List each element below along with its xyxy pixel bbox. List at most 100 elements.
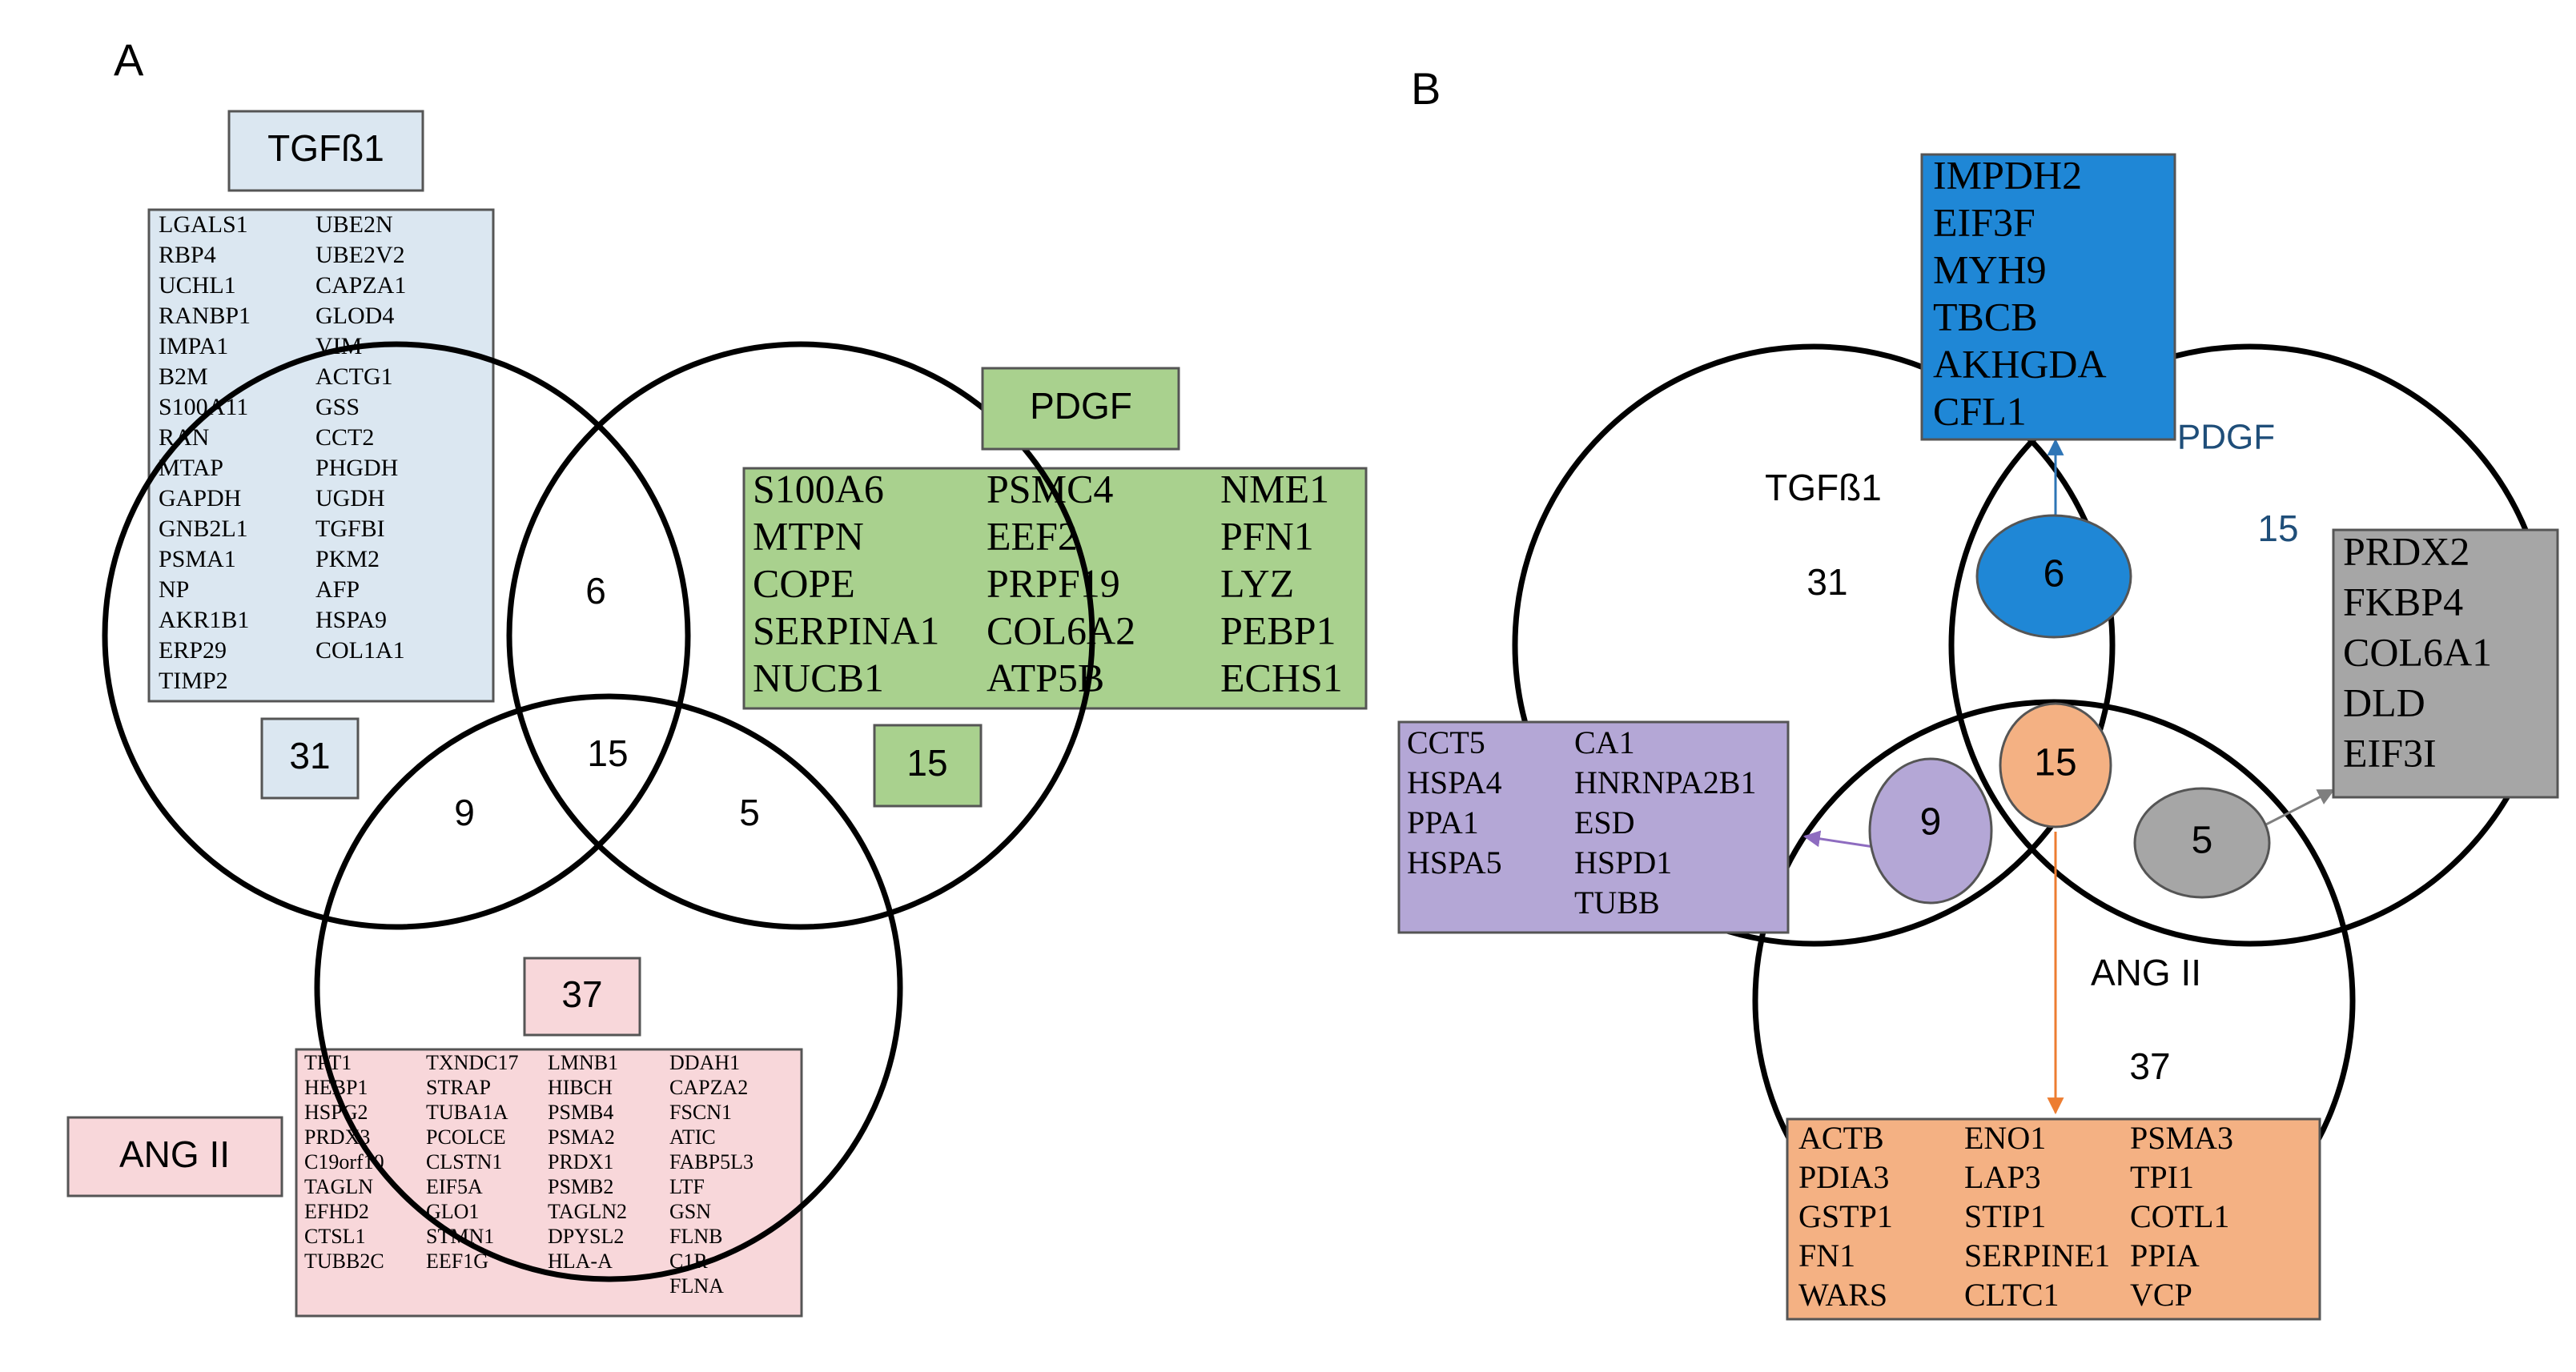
ang-gene-flnb: FLNB (669, 1225, 722, 1248)
tgf-gene-col1a1: COL1A1 (315, 637, 405, 664)
tgf-count-b: 31 (1806, 561, 1847, 603)
tgf-ang-gene-box (1397, 720, 1790, 934)
pdgf-label: PDGF (1030, 385, 1132, 427)
ang-gene-txndc17: TXNDC17 (426, 1051, 519, 1074)
tgf-gene-gss: GSS (315, 394, 360, 420)
tgf-gene-box (147, 208, 495, 703)
pdgf-gene-echs1: ECHS1 (1220, 655, 1343, 700)
pdgf-gene-lyz: LYZ (1220, 560, 1294, 605)
tgf-gene-capza1: CAPZA1 (315, 272, 406, 299)
ang-count: 37 (561, 973, 602, 1015)
ang-gene-capza2: CAPZA2 (669, 1076, 748, 1099)
tgf-gene-tgfbi: TGFBI (315, 516, 385, 542)
tgf-gene-afp: AFP (315, 576, 360, 603)
all-three-gene-cltc1: CLTC1 (1964, 1277, 2060, 1313)
all-three-gene-psma3: PSMA3 (2130, 1120, 2233, 1156)
all-three-gene-pdia3: PDIA3 (1798, 1159, 1889, 1195)
tgf-pdgf-gene-cfl1: CFL1 (1933, 388, 2027, 433)
ang-gene-hla-a: HLA-A (548, 1250, 613, 1273)
tgf-gene-timp2: TIMP2 (159, 668, 228, 694)
all-three-gene-gstp1: GSTP1 (1798, 1198, 1893, 1234)
pdgf-label-b: PDGF (2177, 418, 2275, 457)
ang-gene-flna: FLNA (669, 1274, 724, 1298)
pdgf-ang-value: 5 (2192, 820, 2213, 862)
tgf-count-box (260, 717, 360, 800)
tgf-gene-impa1: IMPA1 (159, 333, 228, 359)
tgf-pdgf-value: 6 (2044, 553, 2065, 596)
pdgf-gene-nucb1: NUCB1 (753, 655, 884, 700)
tgf-pdgf-gene-eif3f: EIF3F (1933, 199, 2035, 244)
all-three-gene-ppia: PPIA (2130, 1238, 2200, 1274)
ang-gene-psma2: PSMA2 (548, 1125, 615, 1149)
tgf-gene-np: NP (159, 576, 189, 603)
tgf-ang-gene-ppa1: PPA1 (1407, 804, 1479, 840)
pdgf-gene-nme1: NME1 (1220, 466, 1329, 511)
pdgf-circle-a (506, 341, 1095, 930)
all-three-gene-box (1786, 1117, 2321, 1321)
tgf-circle-a (102, 341, 691, 930)
all-three-gene-vcp: VCP (2130, 1277, 2192, 1313)
tgf-ang-gene-hspa5: HSPA5 (1407, 844, 1502, 881)
pdgf-gene-eef2: EEF2 (987, 513, 1078, 558)
ang-gene-lmnb1: LMNB1 (548, 1051, 618, 1074)
ang-gene-prdx1: PRDX1 (548, 1150, 613, 1173)
ang-gene-eif5a: EIF5A (426, 1175, 483, 1198)
ang-gene-psmb4: PSMB4 (548, 1101, 613, 1124)
all-three-value: 15 (2034, 742, 2076, 784)
tgf-gene-ranbp1: RANBP1 (159, 303, 251, 329)
tgf-gene-lgals1: LGALS1 (159, 211, 248, 238)
pdgf-count-b: 15 (2257, 507, 2298, 549)
tgf-gene-hspa9: HSPA9 (315, 607, 387, 633)
tgf-ang-gene-hspd1: HSPD1 (1574, 844, 1672, 881)
ang-gene-tubb2c: TUBB2C (304, 1250, 384, 1273)
tgf-ang-gene-tubb: TUBB (1574, 885, 1660, 921)
tgf-pdgf-gene-box (1920, 153, 2176, 441)
tgf-circle-b (1512, 343, 2116, 947)
tgf-gene-erp29: ERP29 (159, 637, 227, 664)
tgf-gene-phgdh: PHGDH (315, 455, 398, 481)
pdgf-gene-pebp1: PEBP1 (1220, 608, 1336, 652)
tgf-gene-glod4: GLOD4 (315, 303, 394, 329)
tgf-pdgf-oval (1975, 514, 2132, 639)
pdgf-ang-gene-box (2332, 528, 2559, 799)
pdgf-ang-arrow (2262, 788, 2335, 828)
all-three-gene-actb: ACTB (1798, 1120, 1884, 1156)
tgf-gene-mtap: MTAP (159, 455, 223, 481)
all-three-gene-serpine1: SERPINE1 (1964, 1238, 2110, 1274)
ang-gene-eef1g: EEF1G (426, 1250, 488, 1273)
ang-count-box (523, 957, 641, 1037)
tgf-gene-ube2n: UBE2N (315, 211, 393, 238)
pdgf-ang-gene-fkbp4: FKBP4 (2343, 579, 2463, 624)
ang-gene-psmb2: PSMB2 (548, 1175, 613, 1198)
tgf-ang-gene-hspa4: HSPA4 (1407, 764, 1502, 800)
ang-gene-hibch: HIBCH (548, 1076, 613, 1099)
tgf-gene-gnb2l1: GNB2L1 (159, 516, 248, 542)
all-three-gene-wars: WARS (1798, 1277, 1887, 1313)
overlap-all-three: 15 (587, 732, 628, 774)
tgf-gene-cct2: CCT2 (315, 424, 374, 451)
ang-gene-tagln2: TAGLN2 (548, 1200, 627, 1223)
ang-gene-hspg2: HSPG2 (304, 1101, 368, 1124)
all-three-gene-tpi1: TPI1 (2130, 1159, 2194, 1195)
tgf-gene-pkm2: PKM2 (315, 546, 380, 572)
ang-gene-fscn1: FSCN1 (669, 1101, 732, 1124)
ang-gene-ddah1: DDAH1 (669, 1051, 740, 1074)
all-three-gene-cotl1: COTL1 (2130, 1198, 2229, 1234)
ang-gene-tagln: TAGLN (304, 1175, 373, 1198)
tgf-ang-gene-esd: ESD (1574, 804, 1635, 840)
pdgf-gene-cope: COPE (753, 560, 855, 605)
ang-gene-dpysl2: DPYSL2 (548, 1225, 624, 1248)
ang-gene-ltf: LTF (669, 1175, 705, 1198)
pdgf-ang-gene-dld: DLD (2343, 680, 2425, 724)
tgf-label: TGFß1 (267, 127, 384, 169)
tgf-ang-oval (1868, 757, 1993, 905)
tgf-gene-ube2v2: UBE2V2 (315, 242, 405, 268)
ang-gene-fabp5l3: FABP5L3 (669, 1150, 754, 1173)
tgf-label-b: TGFß1 (1765, 467, 1882, 508)
ang-gene-pcolce: PCOLCE (426, 1125, 506, 1149)
pdgf-gene-col6a2: COL6A2 (987, 608, 1135, 652)
tgf-gene-akr1b1: AKR1B1 (159, 607, 249, 633)
pdgf-gene-pfn1: PFN1 (1220, 513, 1314, 558)
